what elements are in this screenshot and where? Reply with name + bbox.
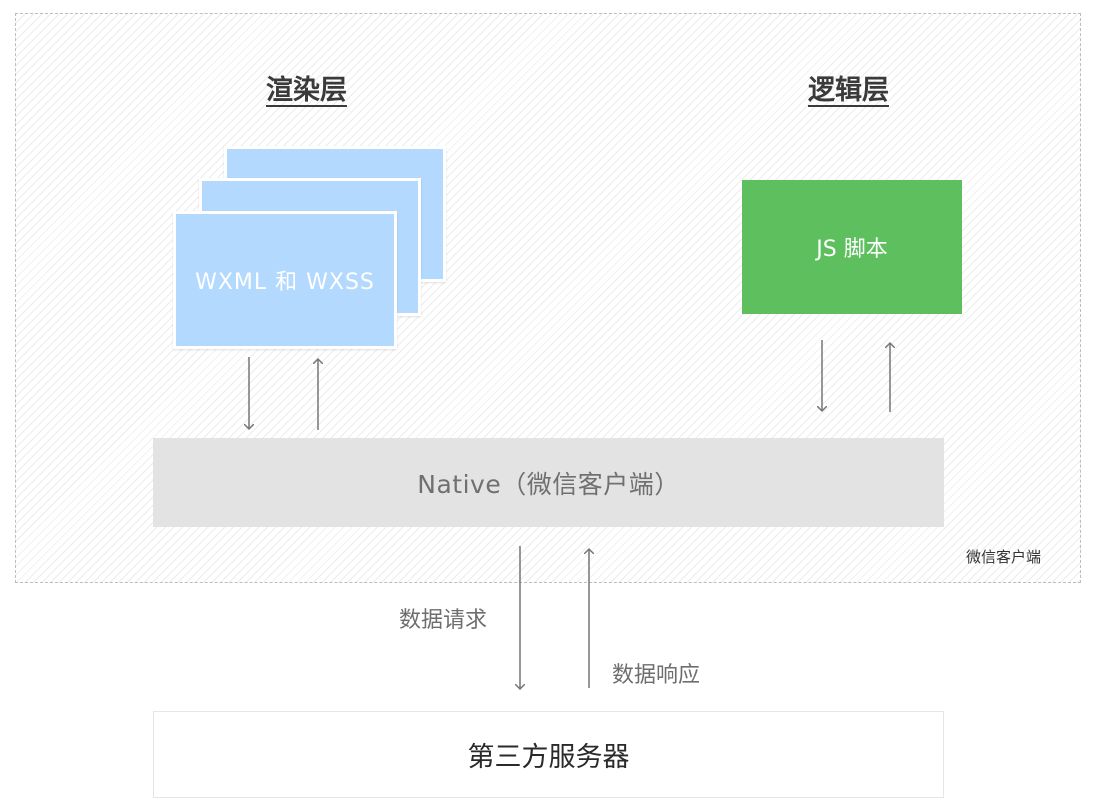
third-party-server-box: 第三方服务器 — [153, 711, 944, 798]
wxml-wxss-label: WXML 和 WXSS — [195, 270, 375, 295]
logic-layer-title: 逻辑层 — [808, 75, 889, 106]
native-client-bar: Native（微信客户端） — [153, 438, 944, 527]
data-request-label: 数据请求 — [399, 608, 488, 633]
wechat-client-label: 微信客户端 — [966, 548, 1042, 566]
render-layer-title: 渲染层 — [266, 75, 347, 106]
js-script-box: JS 脚本 — [742, 180, 962, 314]
third-party-server-label: 第三方服务器 — [467, 742, 630, 773]
js-script-label: JS 脚本 — [816, 237, 888, 262]
wxml-wxss-card: WXML 和 WXSS — [173, 211, 397, 349]
native-client-label: Native（微信客户端） — [417, 469, 680, 499]
data-response-label: 数据响应 — [612, 663, 701, 688]
